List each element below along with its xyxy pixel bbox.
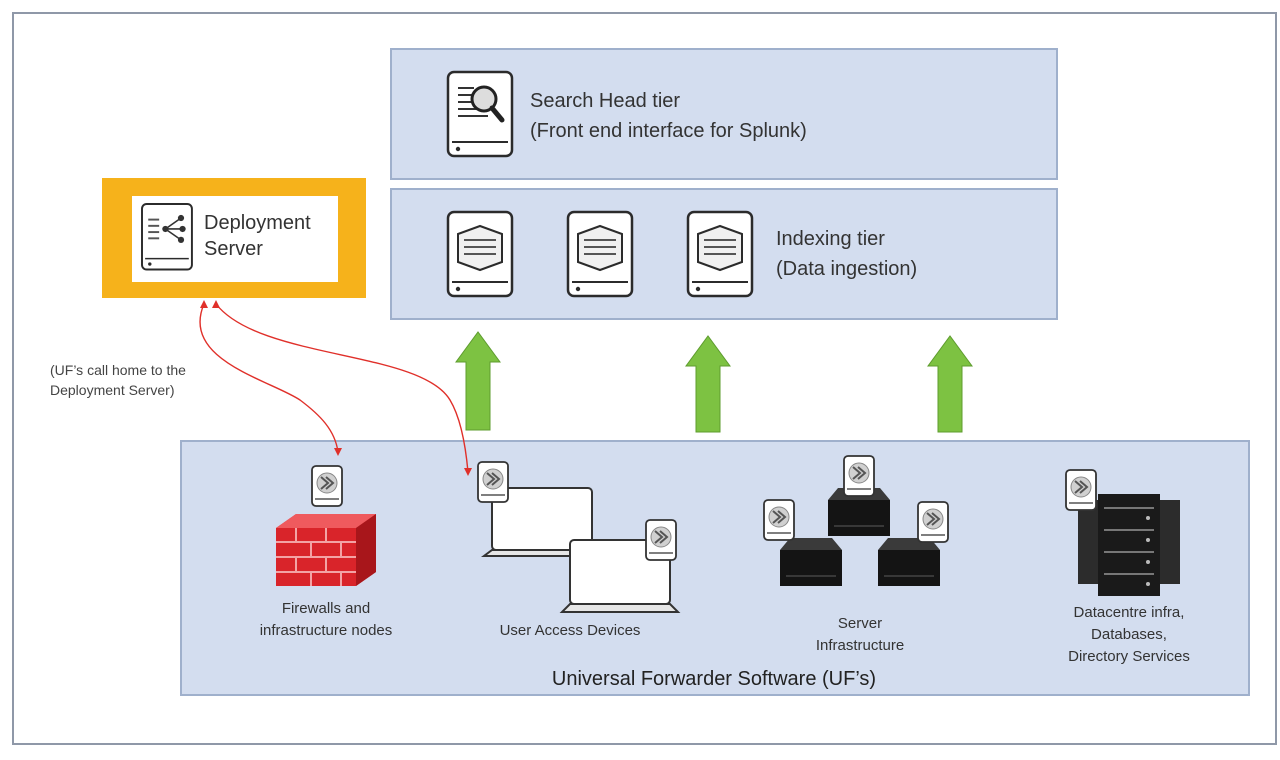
firewall-caption: Firewalls and infrastructure nodes xyxy=(236,598,416,642)
datacentre-caption: Datacentre infra, Databases, Directory S… xyxy=(1040,602,1218,668)
user-devices-caption: User Access Devices xyxy=(470,620,670,642)
deployment-server-label-line1: Deployment xyxy=(204,212,311,234)
forwarder-badge-icon xyxy=(1065,469,1097,511)
call-home-note-line1: (UF’s call home to the xyxy=(50,362,186,378)
forwarder-badge-icon xyxy=(645,519,677,561)
indexer-server-icon xyxy=(688,212,752,296)
forwarder-badge-icon xyxy=(843,455,875,497)
indexing-tier-title: Indexing tier xyxy=(776,228,885,250)
indexing-tier-label: Indexing tier (Data ingestion) xyxy=(776,224,917,284)
universal-forwarder-title: Universal Forwarder Software (UF’s) xyxy=(551,668,877,690)
datacentre-caption-line3: Directory Services xyxy=(1068,648,1190,665)
datacentre-caption-line2: Databases, xyxy=(1091,626,1167,643)
data-flow-arrow xyxy=(927,335,973,433)
search-head-tier-label: Search Head tier (Front end interface fo… xyxy=(530,86,807,146)
indexer-server-icon xyxy=(448,212,512,296)
call-home-note-line2: Deployment Server) xyxy=(50,382,175,398)
server-infra-caption-line1: Server xyxy=(837,615,883,632)
server-icon xyxy=(779,487,941,587)
search-server-icon xyxy=(446,70,514,158)
datacentre-rack-icon xyxy=(1078,494,1180,596)
data-flow-arrow xyxy=(685,335,731,433)
indexer-server-icon xyxy=(568,212,632,296)
call-home-connector xyxy=(199,300,472,476)
forwarder-badge-icon xyxy=(917,501,949,543)
call-home-note: (UF’s call home to the Deployment Server… xyxy=(50,360,186,400)
firewall-caption-line2: infrastructure nodes xyxy=(259,622,393,639)
laptop-icon xyxy=(481,487,681,613)
search-head-tier-subtitle: (Front end interface for Splunk) xyxy=(530,120,807,142)
user-devices-caption-line1: User Access Devices xyxy=(499,622,641,639)
search-head-tier-title: Search Head tier xyxy=(530,90,681,112)
datacentre-caption-line1: Datacentre infra, xyxy=(1073,604,1185,621)
firewall-icon xyxy=(276,514,376,586)
data-flow-arrow xyxy=(455,331,501,431)
indexing-tier-subtitle: (Data ingestion) xyxy=(776,258,918,280)
server-infra-caption: Server Infrastructure xyxy=(790,613,930,657)
forwarder-badge-icon xyxy=(477,461,509,503)
forwarder-badge-icon xyxy=(311,465,343,507)
forwarder-badge-icon xyxy=(763,499,795,541)
deployment-server-label-line2: Server xyxy=(204,238,263,260)
firewall-caption-line1: Firewalls and xyxy=(281,600,371,617)
server-infra-caption-line2: Infrastructure xyxy=(815,637,905,654)
deployment-server-label: Deployment Server xyxy=(204,210,311,262)
deployment-server-icon xyxy=(141,203,193,271)
